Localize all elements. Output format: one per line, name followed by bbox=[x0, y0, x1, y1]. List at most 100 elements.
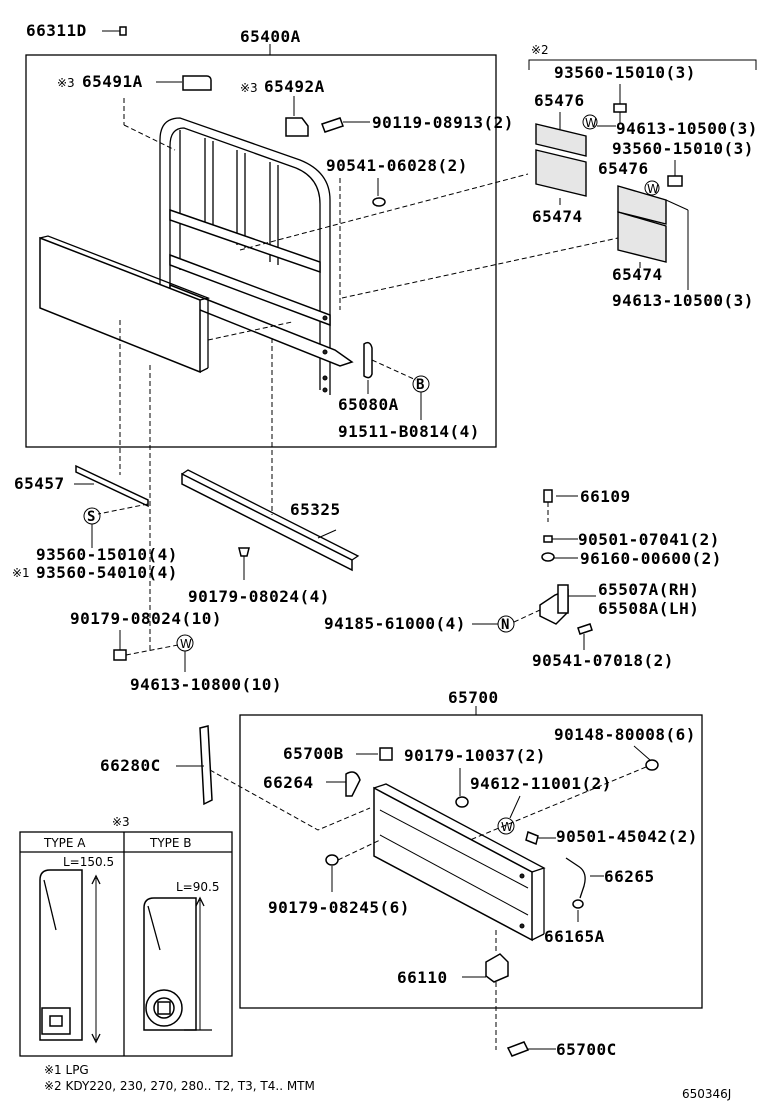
label-94613-10500-a[interactable]: 94613-10500(3) bbox=[616, 119, 758, 138]
diagram-id: 650346J bbox=[682, 1087, 731, 1101]
washer-marker bbox=[644, 180, 660, 196]
label-65080A[interactable]: 65080A bbox=[338, 395, 399, 414]
type-b-header: TYPE B bbox=[149, 836, 192, 850]
nut-icon bbox=[645, 759, 659, 771]
label-65325[interactable]: 65325 bbox=[290, 500, 341, 519]
assembly-frame-65400A bbox=[25, 54, 497, 448]
bolt-icon bbox=[667, 175, 683, 187]
bolt-icon bbox=[506, 1041, 530, 1057]
label-65400A[interactable]: 65400A bbox=[240, 27, 301, 46]
label-90119-08913[interactable]: 90119-08913(2) bbox=[372, 113, 514, 132]
label-66264[interactable]: 66264 bbox=[263, 773, 314, 792]
clip-icon bbox=[543, 535, 553, 543]
label-90148-80008[interactable]: 90148-80008(6) bbox=[554, 725, 696, 744]
label-65474-a[interactable]: 65474 bbox=[532, 207, 583, 226]
label-65508A[interactable]: 65508A(LH) bbox=[598, 599, 699, 618]
label-65507A[interactable]: 65507A(RH) bbox=[598, 580, 699, 599]
label-65476-a[interactable]: 65476 bbox=[534, 91, 585, 110]
screw-icon bbox=[238, 547, 250, 557]
label-65491A[interactable]: 65491A bbox=[82, 72, 143, 91]
seal-strip-66280C bbox=[199, 725, 213, 806]
label-65476-b[interactable]: 65476 bbox=[598, 159, 649, 178]
rail-65325 bbox=[181, 472, 353, 572]
label-90179-08245[interactable]: 90179-08245(6) bbox=[268, 898, 410, 917]
note-marker: ※3 bbox=[240, 81, 258, 95]
bolt-icon bbox=[577, 623, 593, 635]
label-90179-10037[interactable]: 90179-10037(2) bbox=[404, 746, 546, 765]
label-93560-15010-c[interactable]: 93560-15010(4) bbox=[36, 545, 178, 564]
pin-icon bbox=[543, 489, 553, 503]
spring-icon bbox=[525, 830, 539, 846]
label-65700[interactable]: 65700 bbox=[448, 688, 499, 707]
label-66311D[interactable]: 66311D bbox=[26, 21, 87, 40]
label-93560-15010-mid[interactable]: 93560-15010(3) bbox=[612, 139, 754, 158]
cap-icon bbox=[379, 747, 393, 761]
nut-icon bbox=[325, 854, 339, 866]
svg-text:W: W bbox=[585, 116, 597, 130]
length-type-a: L=150.5 bbox=[63, 855, 114, 869]
tailgate-panel bbox=[373, 783, 546, 942]
svg-text:W: W bbox=[501, 820, 513, 834]
bracket-icon bbox=[182, 75, 212, 91]
label-94613-10800[interactable]: 94613-10800(10) bbox=[130, 675, 282, 694]
nut-icon bbox=[372, 197, 386, 207]
label-66265[interactable]: 66265 bbox=[604, 867, 655, 886]
plate-65476-a bbox=[535, 123, 587, 157]
label-90179-08024-a[interactable]: 90179-08024(4) bbox=[188, 587, 330, 606]
note-marker: ※3 bbox=[112, 815, 130, 829]
label-90501-45042[interactable]: 90501-45042(2) bbox=[556, 827, 698, 846]
label-94612-11001[interactable]: 94612-11001(2) bbox=[470, 774, 612, 793]
clip-icon bbox=[119, 26, 127, 36]
washer-icon bbox=[541, 552, 555, 562]
latch-icon bbox=[485, 953, 509, 983]
label-91511-B0814[interactable]: 91511-B0814(4) bbox=[338, 422, 480, 441]
nut-icon bbox=[455, 796, 469, 808]
label-94185-61000[interactable]: 94185-61000(4) bbox=[324, 614, 466, 633]
note-marker: ※3 bbox=[57, 76, 75, 90]
label-93560-54010[interactable]: 93560-54010(4) bbox=[36, 563, 178, 582]
bolt-icon bbox=[613, 103, 627, 113]
length-type-b: L=90.5 bbox=[176, 880, 219, 894]
nut-icon bbox=[113, 649, 127, 661]
bolt-icon bbox=[321, 117, 344, 133]
rod-icon bbox=[565, 857, 586, 899]
footnote-1: ※1 LPG bbox=[44, 1063, 89, 1077]
label-93560-15010-top[interactable]: 93560-15010(3) bbox=[554, 63, 696, 82]
note-marker: ※2 bbox=[531, 43, 549, 57]
label-90541-07018[interactable]: 90541-07018(2) bbox=[532, 651, 674, 670]
washer-marker bbox=[582, 114, 598, 130]
label-96160-00600[interactable]: 96160-00600(2) bbox=[580, 549, 722, 568]
label-65492A[interactable]: 65492A bbox=[264, 77, 325, 96]
bracket-icon bbox=[285, 117, 309, 137]
label-65700C[interactable]: 65700C bbox=[556, 1040, 617, 1059]
plate-65474-a bbox=[535, 149, 587, 197]
label-66109[interactable]: 66109 bbox=[580, 487, 631, 506]
plate-65474-b bbox=[617, 211, 667, 263]
label-90179-08024-b[interactable]: 90179-08024(10) bbox=[70, 609, 222, 628]
assembly-frame-65700 bbox=[239, 714, 703, 1009]
label-90501-07041[interactable]: 90501-07041(2) bbox=[578, 530, 720, 549]
footnote-2: ※2 KDY220, 230, 270, 280.. T2, T3, T4.. … bbox=[44, 1079, 315, 1093]
label-65457[interactable]: 65457 bbox=[14, 474, 65, 493]
knob-icon bbox=[572, 899, 584, 909]
latch-icon bbox=[363, 341, 373, 379]
inset-type-comparison: TYPE A TYPE B L=150.5 L=90.5 bbox=[19, 831, 233, 1057]
washer-marker bbox=[497, 817, 515, 835]
label-94613-10500-b[interactable]: 94613-10500(3) bbox=[612, 291, 754, 310]
svg-text:S: S bbox=[87, 509, 95, 525]
label-66110[interactable]: 66110 bbox=[397, 968, 448, 987]
type-a-header: TYPE A bbox=[43, 836, 86, 850]
label-65700B[interactable]: 65700B bbox=[283, 744, 344, 763]
svg-text:B: B bbox=[416, 377, 424, 393]
svg-text:N: N bbox=[501, 617, 509, 633]
svg-text:W: W bbox=[180, 637, 192, 651]
label-90541-06028[interactable]: 90541-06028(2) bbox=[326, 156, 468, 175]
plate-65476-b bbox=[617, 185, 667, 225]
svg-text:W: W bbox=[647, 182, 659, 196]
label-66165A[interactable]: 66165A bbox=[544, 927, 605, 946]
note-marker: ※1 bbox=[12, 566, 30, 580]
label-66280C[interactable]: 66280C bbox=[100, 756, 161, 775]
label-65474-b[interactable]: 65474 bbox=[612, 265, 663, 284]
